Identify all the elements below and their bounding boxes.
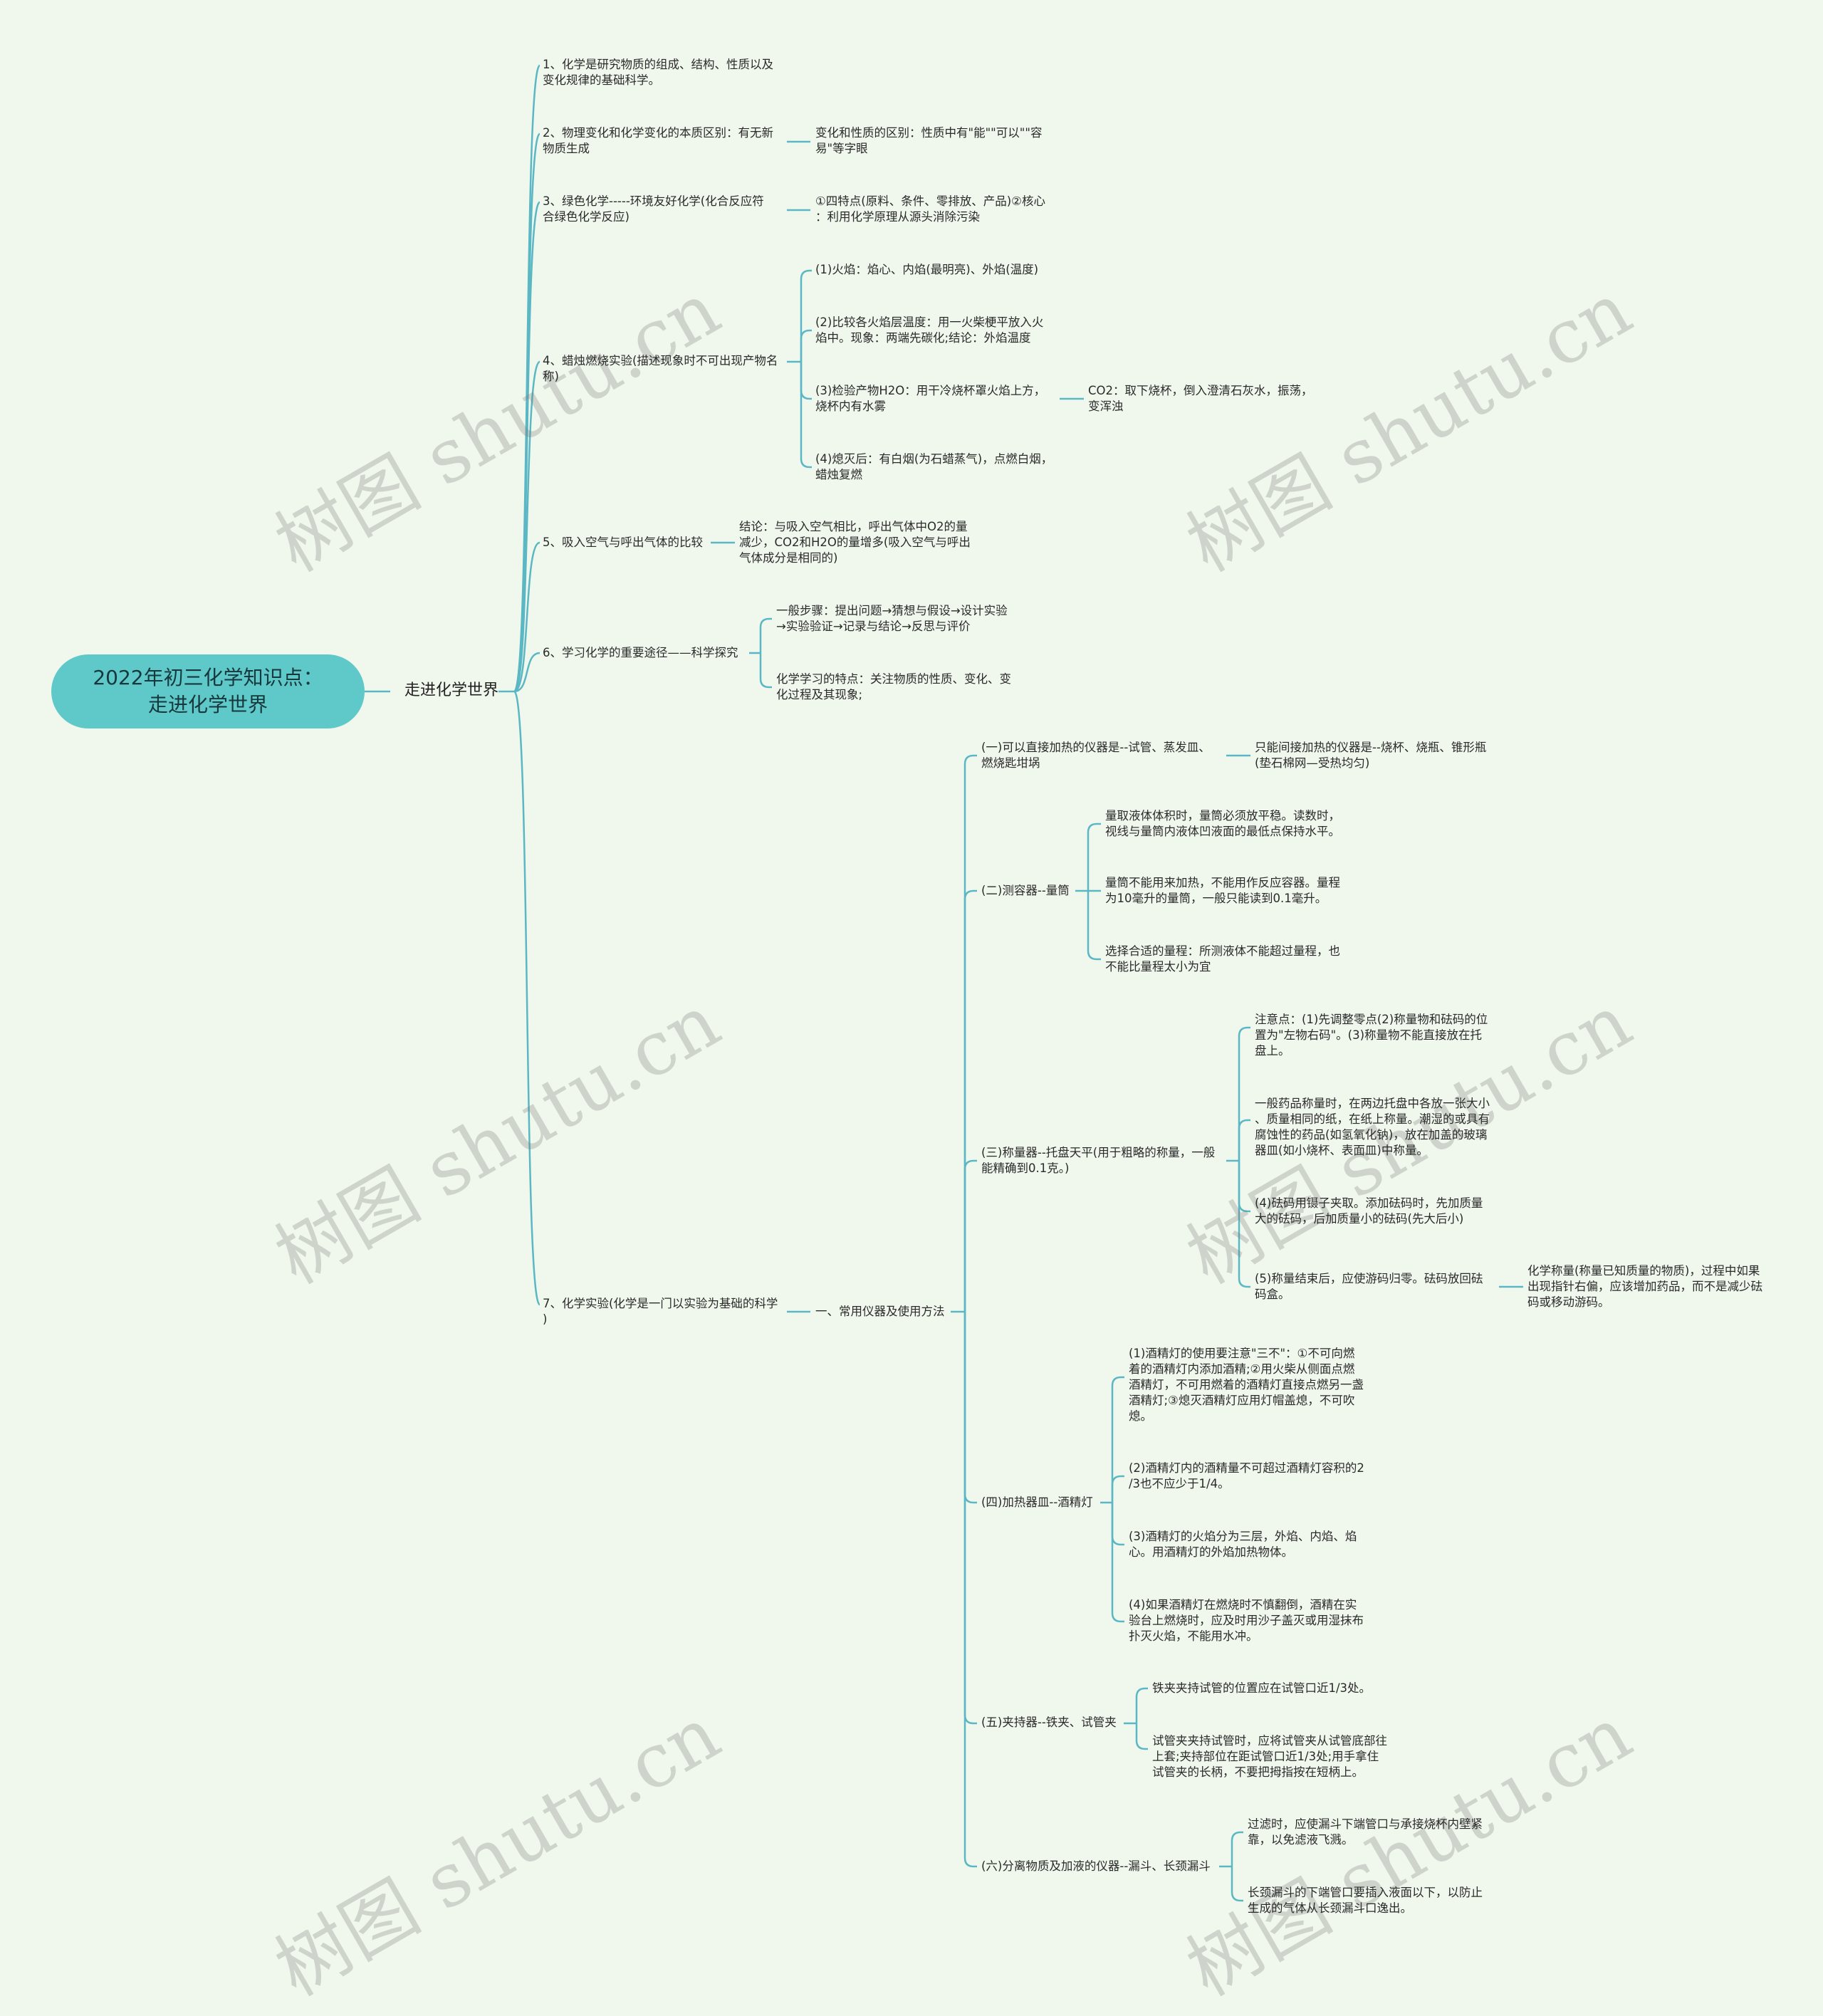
subtopic-node[interactable]: 注意点：(1)先调整零点(2)称量物和砝码的位 置为"左物右码"。(3)称量物不… xyxy=(1255,1013,1488,1057)
branch-connector xyxy=(963,1312,977,1725)
branch-connector xyxy=(963,754,977,1312)
subtopic-node[interactable]: 过滤时，应使漏斗下端管口与承接烧杯内壁紧 靠，以免滤液飞溅。 xyxy=(1248,1817,1483,1847)
branch-connector xyxy=(800,329,812,362)
subtopic-node[interactable]: CO2：取下烧杯，倒入澄清石灰水，振荡， 变浑浊 xyxy=(1088,384,1313,413)
topic-node[interactable]: 5、吸入空气与呼出气体的比较 xyxy=(543,536,703,549)
subtopic-node[interactable]: (六)分离物质及加液的仪器--漏斗、长颈漏斗 xyxy=(981,1859,1211,1873)
subtopic-node[interactable]: 铁夹夹持试管的位置应在试管口近1/3处。 xyxy=(1152,1681,1372,1695)
branch-connector xyxy=(1135,1687,1148,1723)
subtopic-node[interactable]: (1)酒精灯的使用要注意"三不"：①不可向燃 着的酒精灯内添加酒精;②用火柴从侧… xyxy=(1129,1347,1364,1423)
branch-connector xyxy=(963,889,977,1312)
topic-node[interactable]: 6、学习化学的重要途径——科学探究 xyxy=(543,646,738,659)
subtopic-node[interactable]: 一、常用仪器及使用方法 xyxy=(815,1305,945,1318)
branch-connector xyxy=(1111,1376,1124,1503)
branch-connector xyxy=(1238,1119,1250,1161)
branch-connector xyxy=(513,690,541,1306)
branch-connector xyxy=(759,617,772,653)
branch-connector xyxy=(513,360,541,693)
branch-connector xyxy=(800,362,812,469)
branch-connector xyxy=(963,1312,977,1504)
branch-connector xyxy=(1111,1503,1124,1546)
root-topic[interactable]: 2022年初三化学知识点： 走进化学世界 xyxy=(51,654,365,728)
subtopic-node[interactable]: 长颈漏斗的下端管口要插入液面以下，以防止 生成的气体从长颈漏斗口逸出。 xyxy=(1248,1886,1483,1915)
connector-lines xyxy=(365,64,1523,1902)
subtopic-node[interactable]: (4)熄灭后：有白烟(为石蜡蒸气)，点燃白烟， 蜡烛复燃 xyxy=(815,452,1053,481)
branch-connector xyxy=(1087,822,1101,891)
branch-connector xyxy=(963,1312,977,1868)
branch-connector xyxy=(1238,1026,1250,1161)
branch-connector xyxy=(513,652,540,693)
subtopic-node[interactable]: 结论：与吸入空气相比，呼出气体中O2的量 减少，CO2和H2O的量增多(吸入空气… xyxy=(739,520,971,565)
branch-connector xyxy=(800,362,812,400)
subtopic-node[interactable]: 只能间接加热的仪器是--烧杯、烧瓶、锥形瓶 (垫石棉网—受热均匀) xyxy=(1255,741,1487,770)
branch-connector xyxy=(1231,1831,1243,1866)
subtopic-node[interactable]: (4)如果酒精灯在燃烧时不慎翻倒，酒精在实 验台上燃烧时，应及时用沙子盖灭或用湿… xyxy=(1129,1598,1364,1643)
branch-connector xyxy=(1111,1475,1124,1503)
topic-node[interactable]: 1、化学是研究物质的组成、结构、性质以及 变化规律的基础科学。 xyxy=(543,58,773,87)
branch-connector xyxy=(963,1159,977,1312)
subtopic-node[interactable]: 试管夹夹持试管时，应将试管夹从试管底部往 上套;夹持部位在距试管口近1/3处;用… xyxy=(1152,1734,1387,1779)
topic-node[interactable]: 3、绿色化学-----环境友好化学(化合反应符 合绿色化学反应) xyxy=(543,194,764,224)
subtopic-node[interactable]: 变化和性质的区别：性质中有"能""可以""容 易"等字眼 xyxy=(815,126,1043,155)
mind-map-canvas: 树图 shutu.cn 树图 shutu.cn 树图 shutu.cn 树图 s… xyxy=(51,58,1762,2012)
subtopic-node[interactable]: 化学学习的特点：关注物质的性质、变化、变 化过程及其现象; xyxy=(776,672,1011,701)
branch-connector xyxy=(1238,1161,1250,1288)
branch-connector xyxy=(513,541,540,693)
subtopic-node[interactable]: (二)测容器--量筒 xyxy=(981,884,1070,897)
subtopic-node[interactable]: 量取液体体积时，量筒必须放平稳。读数时， 视线与量筒内液体凹液面的最低点保持水平… xyxy=(1105,809,1340,838)
subtopic-node[interactable]: (一)可以直接加热的仪器是--试管、蒸发皿、 燃烧匙坩埚 xyxy=(981,741,1211,770)
branch-connector xyxy=(1231,1866,1243,1902)
subtopic-node[interactable]: 选择合适的量程：所测液体不能超过量程，也 不能比量程太小为宜 xyxy=(1105,944,1340,973)
subtopic-node[interactable]: (五)夹持器--铁夹、试管夹 xyxy=(981,1715,1117,1729)
subtopic-node[interactable]: (2)比较各火焰层温度：用一火柴梗平放入火 焰中。现象：两端先碳化;结论：外焰温… xyxy=(815,315,1044,345)
subtopic-node[interactable]: 化学称量(称量已知质量的物质)，过程中如果 出现指针右偏，应该增加药品，而不是减… xyxy=(1527,1264,1762,1309)
subtopic-node[interactable]: (1)火焰：焰心、内焰(最明亮)、外焰(温度) xyxy=(815,263,1039,276)
branch-connector xyxy=(1135,1723,1148,1750)
subtopic-node[interactable]: (3)酒精灯的火焰分为三层，外焰、内焰、焰 心。用酒精灯的外焰加热物体。 xyxy=(1129,1530,1357,1559)
subtopic-node[interactable]: (3)检验产物H2O：用干冷烧杯罩火焰上方， 烧杯内有水雾 xyxy=(815,384,1046,413)
branch-connector xyxy=(759,653,772,689)
branch-connector xyxy=(1111,1503,1124,1623)
branch-connector xyxy=(1238,1161,1250,1213)
subtopic-node[interactable]: (2)酒精灯内的酒精量不可超过酒精灯容积的2 /3也不应少于1/4。 xyxy=(1129,1461,1364,1490)
topic-node[interactable]: 4、蜡烛燃烧实验(描述现象时不可出现产物名 称) xyxy=(543,354,778,383)
topic-node[interactable]: 2、物理变化和化学变化的本质区别：有无新 物质生成 xyxy=(543,126,773,155)
subtopic-node[interactable]: (5)称量结束后，应使游码归零。砝码放回砝 码盒。 xyxy=(1255,1272,1483,1301)
subtopic-node[interactable]: 一般步骤：提出问题→猜想与假设→设计实验 →实验验证→记录与结论→反思与评价 xyxy=(776,604,1008,633)
branch-topic[interactable]: 走进化学世界 xyxy=(404,681,499,699)
subtopic-node[interactable]: (4)砝码用镊子夹取。添加砝码时，先加质量 大的砝码，后加质量小的砝码(先大后小… xyxy=(1255,1196,1483,1226)
subtopic-node[interactable]: ①四特点(原料、条件、零排放、产品)②核心 ：利用化学原理从源头消除污染 xyxy=(815,194,1045,224)
branch-connector xyxy=(800,269,812,362)
topic-node[interactable]: 7、化学实验(化学是一门以实验为基础的科学 ) xyxy=(543,1297,778,1326)
subtopic-node[interactable]: (四)加热器皿--酒精灯 xyxy=(981,1495,1093,1509)
subtopic-node[interactable]: 量筒不能用来加热，不能用作反应容器。量程 为10毫升的量筒，一般只能读到0.1毫… xyxy=(1105,876,1340,905)
branch-connector xyxy=(513,201,541,693)
branch-connector xyxy=(1087,891,1101,961)
subtopic-node[interactable]: 一般药品称量时，在两边托盘中各放一张大小 、质量相同的纸，在纸上称量。潮湿的或具… xyxy=(1255,1097,1490,1157)
subtopic-node[interactable]: (三)称量器--托盘天平(用于粗略的称量，一般 能精确到0.1克。) xyxy=(981,1146,1216,1175)
